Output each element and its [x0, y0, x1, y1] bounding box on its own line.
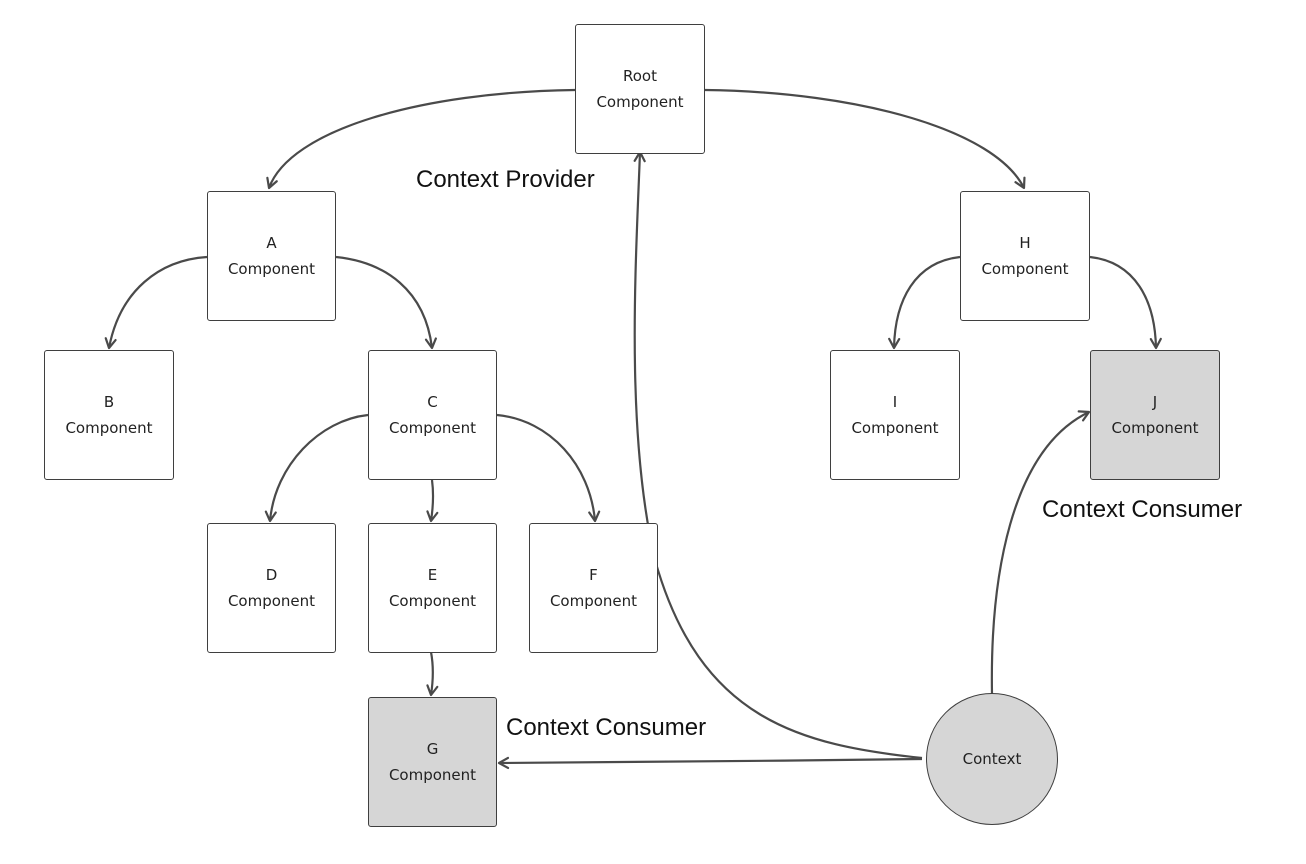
edge-a-to-c	[335, 255, 437, 350]
edge-context-to-j	[990, 410, 1091, 695]
edge-c-to-d	[264, 413, 369, 523]
e-component-line1: E	[427, 566, 438, 584]
b-component-line2: Component	[65, 419, 153, 437]
context-provider-annotation: Context Provider	[416, 166, 595, 193]
e-component-node: E Component	[368, 523, 497, 653]
i-component-line1: I	[892, 393, 898, 411]
edge-root-to-h	[704, 88, 1026, 190]
b-component-node: B Component	[44, 350, 174, 480]
j-component-line1: J	[1152, 393, 1158, 411]
i-component-node: I Component	[830, 350, 960, 480]
edge-a-to-b	[104, 255, 208, 350]
d-component-node: D Component	[207, 523, 336, 653]
root-component-line1: Root	[623, 67, 657, 85]
g-component-node: G Component	[368, 697, 497, 827]
edge-c-to-f	[496, 413, 601, 523]
h-component-node: H Component	[960, 191, 1090, 321]
edge-h-to-i	[888, 255, 961, 350]
h-component-line1: H	[1019, 234, 1031, 252]
c-component-node: C Component	[368, 350, 497, 480]
f-component-line2: Component	[549, 592, 638, 610]
j-component-node: J Component	[1090, 350, 1220, 480]
f-component-node: F Component	[529, 523, 658, 653]
edge-context-to-g	[497, 756, 923, 770]
g-component-line1: G	[426, 740, 439, 758]
j-component-line2: Component	[1111, 419, 1199, 437]
i-component-line2: Component	[851, 419, 939, 437]
c-component-line1: C	[427, 393, 438, 411]
c-component-line2: Component	[388, 419, 477, 437]
a-component-line1: A	[266, 234, 277, 252]
edge-root-to-a	[266, 88, 576, 190]
d-component-line2: Component	[227, 592, 316, 610]
e-component-line2: Component	[388, 592, 477, 610]
context-consumer-g-annotation: Context Consumer	[506, 714, 707, 741]
f-component-line1: F	[589, 566, 598, 584]
d-component-line1: D	[265, 566, 278, 584]
a-component-line2: Component	[227, 260, 316, 278]
edge-h-to-j	[1089, 255, 1162, 350]
context-node: Context	[926, 693, 1058, 825]
context-label: Context	[962, 750, 1022, 768]
b-component-line1: B	[103, 393, 115, 411]
context-consumer-j-annotation: Context Consumer	[1042, 496, 1243, 523]
edge-e-to-g	[426, 651, 439, 697]
h-component-line2: Component	[981, 260, 1069, 278]
root-component-node: Root Component	[575, 24, 705, 154]
g-component-line2: Component	[388, 766, 477, 784]
a-component-node: A Component	[207, 191, 336, 321]
edge-c-to-e	[426, 479, 439, 523]
root-component-line2: Component	[596, 93, 684, 111]
